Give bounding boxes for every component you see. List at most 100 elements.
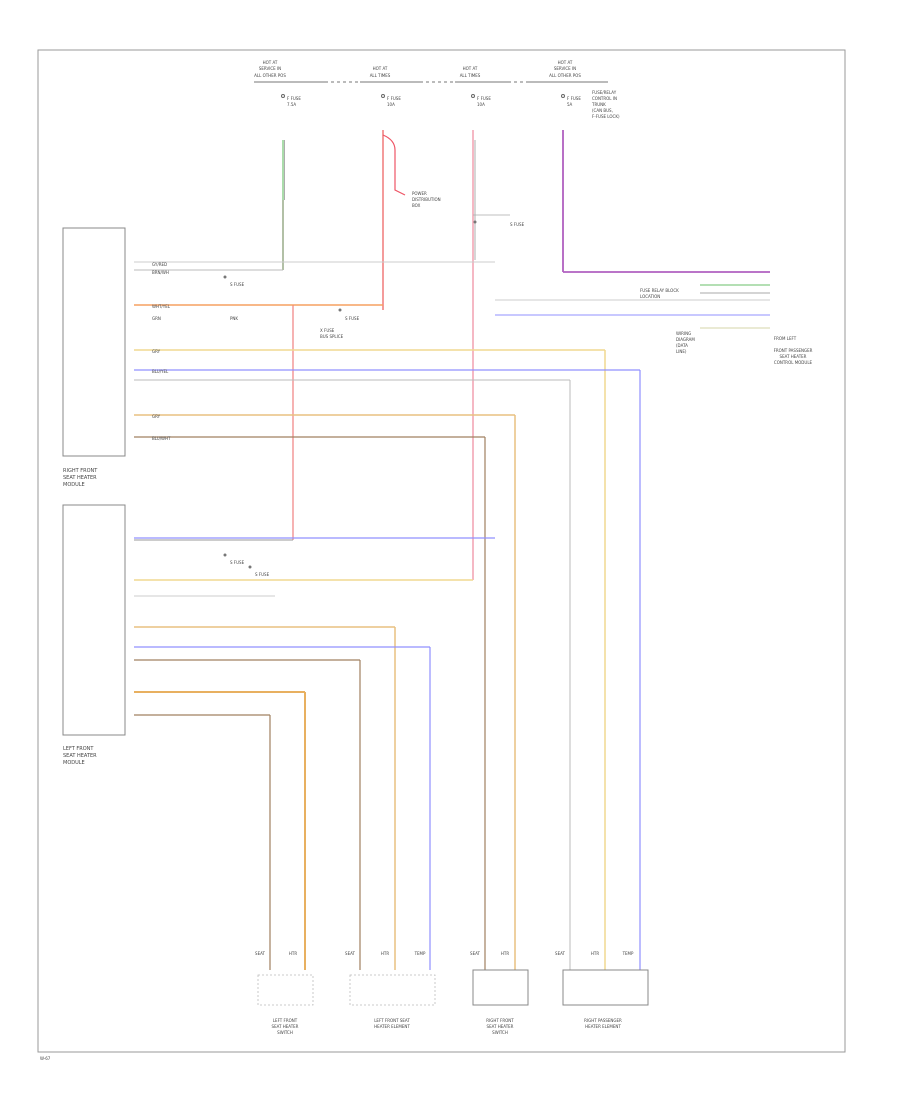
right-connectors: FUSE RELAY BLOCK LOCATION WIRING DIAGRAM… <box>495 284 770 354</box>
splice-4: S FUSE <box>223 553 245 565</box>
svg-text:WIRING: WIRING <box>676 331 691 336</box>
svg-text:X FUSE: X FUSE <box>320 328 335 333</box>
splice-1: S FUSE <box>223 275 245 287</box>
svg-text:F FUSE: F FUSE <box>567 96 581 101</box>
svg-text:SEAT: SEAT <box>255 951 265 956</box>
svg-text:SEAT: SEAT <box>470 951 480 956</box>
svg-text:(DATA: (DATA <box>676 343 688 348</box>
fuse-4: F FUSE 5A <box>561 94 581 107</box>
top-label-d: HOT AT SERVICE IN ALL OTHER POS <box>549 60 581 78</box>
svg-text:S FUSE: S FUSE <box>230 560 245 565</box>
svg-text:SEAT HEATER: SEAT HEATER <box>63 475 97 481</box>
svg-text:FUSE/RELAY: FUSE/RELAY <box>592 90 617 95</box>
splice-5: S FUSE <box>248 565 270 577</box>
svg-text:SEAT HEATER: SEAT HEATER <box>272 1024 299 1029</box>
wire-feed-4 <box>562 130 770 273</box>
rf-row-1: GY/RED <box>134 261 495 267</box>
svg-text:HOT AT: HOT AT <box>463 66 478 71</box>
fuse-1: F FUSE 7.5A <box>281 94 301 107</box>
rf-row-2: BRN/WH <box>152 270 169 275</box>
svg-text:GRN: GRN <box>152 316 161 321</box>
lf-harness <box>134 537 495 970</box>
wire-feed-1 <box>134 140 285 271</box>
svg-text:ALL OTHER POS: ALL OTHER POS <box>254 73 286 78</box>
svg-text:10A: 10A <box>387 102 395 107</box>
top-label-a: HOT AT SERVICE IN ALL OTHER POS <box>254 60 286 78</box>
svg-text:BUS SPLICE: BUS SPLICE <box>320 334 344 339</box>
svg-text:DIAGRAM: DIAGRAM <box>676 337 695 342</box>
svg-text:CONTROL IN: CONTROL IN <box>592 96 617 101</box>
rf-row-6: GRY <box>134 414 516 970</box>
svg-text:MODULE: MODULE <box>63 482 85 488</box>
svg-text:TEMP: TEMP <box>622 951 634 956</box>
svg-text:SERVICE IN: SERVICE IN <box>554 66 576 71</box>
svg-text:HTR: HTR <box>591 951 599 956</box>
svg-text:F-FUSE LOCK): F-FUSE LOCK) <box>592 114 620 119</box>
svg-text:MODULE: MODULE <box>63 760 85 766</box>
right-module-label: FROM LEFT FRONT PASSENGER SEAT HEATER CO… <box>774 336 813 365</box>
svg-text:HTR: HTR <box>381 951 389 956</box>
svg-text:RIGHT FRONT: RIGHT FRONT <box>486 1018 514 1023</box>
svg-text:TRUNK: TRUNK <box>591 102 606 107</box>
svg-text:DISTRIBUTION: DISTRIBUTION <box>412 197 441 202</box>
svg-text:HTR: HTR <box>289 951 297 956</box>
svg-text:SERVICE IN: SERVICE IN <box>259 66 281 71</box>
svg-text:FRONT PASSENGER: FRONT PASSENGER <box>774 348 813 353</box>
splice-3: S FUSE <box>473 220 525 227</box>
svg-text:RIGHT FRONT: RIGHT FRONT <box>63 468 98 474</box>
svg-text:HOT AT: HOT AT <box>263 60 278 65</box>
svg-text:S FUSE: S FUSE <box>510 222 525 227</box>
ground-note-2: X FUSE BUS SPLICE <box>320 328 344 339</box>
wire-feed-3 <box>472 130 510 580</box>
svg-text:BLU/WHT: BLU/WHT <box>152 436 171 441</box>
svg-text:LOCATION: LOCATION <box>640 294 660 299</box>
svg-text:POWER: POWER <box>412 191 427 196</box>
svg-text:LEFT FRONT: LEFT FRONT <box>63 746 94 752</box>
svg-text:TEMP: TEMP <box>414 951 426 956</box>
fuse-3: F FUSE 10A <box>471 94 491 107</box>
rf-row-3: WHT/YEL GRN PNK <box>134 304 293 321</box>
svg-text:SWITCH: SWITCH <box>492 1030 508 1035</box>
switch-4: SEAT HTR TEMP RIGHT PASSENGER HEATER ELE… <box>555 951 649 1029</box>
svg-text:PNK: PNK <box>230 316 238 321</box>
svg-text:F FUSE: F FUSE <box>387 96 401 101</box>
svg-text:5A: 5A <box>567 102 573 107</box>
rf-row-4: GRY <box>134 349 606 970</box>
rf-row-5: BLU/YEL <box>134 369 641 970</box>
svg-text:HOT AT: HOT AT <box>558 60 573 65</box>
svg-text:(CAN BUS,: (CAN BUS, <box>592 108 613 113</box>
svg-text:S FUSE: S FUSE <box>345 316 360 321</box>
svg-text:LEFT FRONT: LEFT FRONT <box>273 1018 298 1023</box>
svg-text:S FUSE: S FUSE <box>255 572 270 577</box>
svg-text:FUSE RELAY BLOCK: FUSE RELAY BLOCK <box>640 288 679 293</box>
ground-note-1: POWER DISTRIBUTION BOX <box>412 191 441 208</box>
wire-feed-2 <box>134 130 406 541</box>
svg-text:ALL TIMES: ALL TIMES <box>370 73 391 78</box>
svg-text:ALL TIMES: ALL TIMES <box>460 73 481 78</box>
svg-text:F FUSE: F FUSE <box>477 96 491 101</box>
splice-2: S FUSE <box>338 308 360 321</box>
svg-text:SEAT HEATER: SEAT HEATER <box>780 354 807 359</box>
left-front-module: LEFT FRONT SEAT HEATER MODULE <box>62 504 126 766</box>
svg-text:HTR: HTR <box>501 951 509 956</box>
top-label-c: HOT AT ALL TIMES <box>460 66 481 78</box>
svg-text:CONTROL MODULE: CONTROL MODULE <box>774 360 813 365</box>
diagram-frame <box>37 49 846 1053</box>
page-id: W-67 <box>40 1056 51 1061</box>
svg-text:BOX: BOX <box>412 203 421 208</box>
svg-text:HOT AT: HOT AT <box>373 66 388 71</box>
svg-text:F FUSE: F FUSE <box>287 96 301 101</box>
switch-1: SEAT HTR LEFT FRONT SEAT HEATER SWITCH <box>255 951 314 1035</box>
svg-text:BRN/WH: BRN/WH <box>152 270 169 275</box>
svg-text:SEAT: SEAT <box>345 951 355 956</box>
svg-text:SWITCH: SWITCH <box>277 1030 293 1035</box>
svg-text:GY/RED: GY/RED <box>152 262 167 267</box>
right-front-module: RIGHT FRONT SEAT HEATER MODULE <box>62 227 126 488</box>
top-label-b: HOT AT ALL TIMES <box>370 66 391 78</box>
svg-text:RIGHT PASSENGER: RIGHT PASSENGER <box>584 1018 622 1023</box>
svg-text:BLU/YEL: BLU/YEL <box>152 369 169 374</box>
switch-3: SEAT HTR RIGHT FRONT SEAT HEATER SWITCH <box>470 951 529 1035</box>
rf-row-7: BLU/WHT <box>134 436 486 970</box>
fuse-note: FUSE/RELAY CONTROL IN TRUNK (CAN BUS, F-… <box>591 90 620 119</box>
